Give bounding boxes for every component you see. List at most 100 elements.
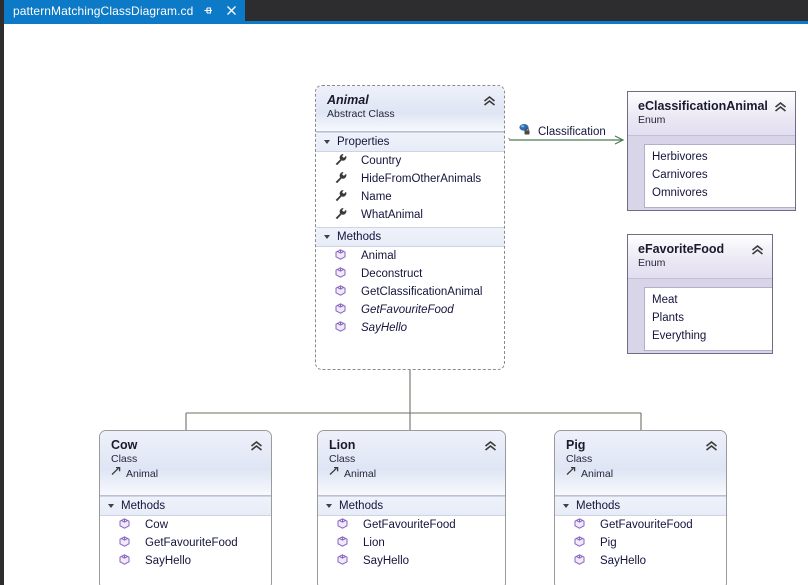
class-base-name-lion: Animal: [344, 467, 377, 480]
member-label: GetFavouriteFood: [145, 537, 238, 549]
member-label: GetFavouriteFood: [361, 304, 454, 316]
enum-stereotype-eclassificationanimal: Enum: [638, 114, 666, 126]
class-base-row-lion: Animal: [329, 466, 495, 481]
wrench-icon: [334, 153, 347, 169]
cube-icon: [336, 517, 349, 533]
chevron-double-up-icon[interactable]: [774, 100, 787, 112]
enum-name-efavoritefood: eFavoriteFood: [638, 242, 725, 256]
pin-icon[interactable]: [200, 3, 216, 19]
section-header-methods[interactable]: Methods: [316, 227, 504, 247]
section-label-methods: Methods: [337, 231, 382, 243]
cube-icon: [573, 535, 586, 551]
member-row[interactable]: Country: [316, 152, 504, 170]
member-row[interactable]: GetClassificationAnimal: [316, 283, 504, 301]
property-lock-icon: [517, 122, 532, 142]
cube-icon: [573, 553, 586, 569]
class-header-animal[interactable]: Animal Abstract Class: [316, 86, 504, 132]
member-row[interactable]: Name: [316, 188, 504, 206]
enum-value[interactable]: Meat: [652, 294, 678, 306]
member-row[interactable]: Pig: [555, 534, 726, 552]
chevron-double-up-icon[interactable]: [751, 243, 764, 255]
expander-triangle-icon[interactable]: [326, 504, 332, 508]
cube-icon: [336, 535, 349, 551]
expander-triangle-icon[interactable]: [324, 235, 330, 239]
enum-name-eclassificationanimal: eClassificationAnimal: [638, 99, 768, 113]
member-row[interactable]: HideFromOtherAnimals: [316, 170, 504, 188]
enum-header-efavoritefood[interactable]: eFavoriteFood Enum: [628, 235, 772, 279]
member-row[interactable]: WhatAnimal: [316, 206, 504, 224]
expander-triangle-icon[interactable]: [108, 504, 114, 508]
inheritance-arrow-icon: [566, 466, 577, 481]
document-tab[interactable]: patternMatchingClassDiagram.cd: [4, 0, 246, 21]
class-name-lion: Lion: [329, 438, 356, 452]
class-body-cow: Methods Cow: [100, 496, 271, 570]
expander-triangle-icon[interactable]: [563, 504, 569, 508]
class-shape-pig[interactable]: Pig Class Animal: [554, 430, 727, 585]
cube-icon: [118, 517, 131, 533]
enum-values-panel-efavoritefood: Meat Plants Everything: [644, 287, 772, 351]
enum-header-eclassificationanimal[interactable]: eClassificationAnimal Enum: [628, 92, 795, 136]
cube-icon: [334, 284, 347, 300]
class-shape-lion[interactable]: Lion Class Animal: [317, 430, 506, 585]
cube-icon: [336, 553, 349, 569]
enum-shape-eclassificationanimal[interactable]: eClassificationAnimal Enum Herbivores Ca…: [627, 91, 796, 211]
member-label: GetFavouriteFood: [363, 519, 456, 531]
class-header-pig[interactable]: Pig Class Animal: [555, 431, 726, 496]
section-header-properties[interactable]: Properties: [316, 132, 504, 152]
member-label: SayHello: [363, 555, 410, 567]
diagram-canvas[interactable]: Classification Animal Abstract Class Pro…: [4, 21, 808, 585]
enum-value[interactable]: Omnivores: [652, 187, 708, 199]
member-label: Deconstruct: [361, 268, 423, 280]
class-name-animal: Animal: [327, 93, 369, 107]
member-row[interactable]: SayHello: [100, 552, 271, 570]
member-row[interactable]: SayHello: [316, 319, 504, 337]
cube-icon: [334, 302, 347, 318]
cube-icon: [573, 517, 586, 533]
member-row[interactable]: GetFavouriteFood: [318, 516, 505, 534]
member-row[interactable]: GetFavouriteFood: [100, 534, 271, 552]
expander-triangle-icon[interactable]: [324, 140, 330, 144]
member-label: SayHello: [600, 555, 647, 567]
class-stereotype-lion: Class: [329, 453, 356, 465]
wrench-icon: [334, 171, 347, 187]
cube-icon: [118, 535, 131, 551]
inheritance-arrow-icon: [111, 466, 122, 481]
cube-icon: [334, 320, 347, 336]
section-label-methods: Methods: [339, 500, 384, 512]
chevron-double-up-icon[interactable]: [483, 94, 496, 106]
class-header-lion[interactable]: Lion Class Animal: [318, 431, 505, 496]
section-header-methods[interactable]: Methods: [318, 496, 505, 516]
member-row[interactable]: Animal: [316, 247, 504, 265]
section-header-methods[interactable]: Methods: [100, 496, 271, 516]
class-shape-animal[interactable]: Animal Abstract Class Properties: [315, 85, 505, 370]
chevron-double-up-icon[interactable]: [484, 439, 497, 451]
chevron-double-up-icon[interactable]: [705, 439, 718, 451]
class-stereotype-pig: Class: [566, 453, 593, 465]
document-tab-title: patternMatchingClassDiagram.cd: [13, 3, 194, 18]
class-name-cow: Cow: [111, 438, 138, 452]
enum-shape-efavoritefood[interactable]: eFavoriteFood Enum Meat Plants Everythin…: [627, 234, 773, 354]
member-row[interactable]: SayHello: [318, 552, 505, 570]
class-base-name-pig: Animal: [581, 467, 614, 480]
section-header-methods[interactable]: Methods: [555, 496, 726, 516]
member-label: Animal: [361, 250, 397, 262]
enum-value[interactable]: Everything: [652, 330, 707, 342]
class-shape-cow[interactable]: Cow Class Animal: [99, 430, 272, 585]
member-row[interactable]: Deconstruct: [316, 265, 504, 283]
class-header-cow[interactable]: Cow Class Animal: [100, 431, 271, 496]
close-icon[interactable]: [223, 3, 239, 19]
chevron-double-up-icon[interactable]: [250, 439, 263, 451]
enum-value[interactable]: Plants: [652, 312, 684, 324]
enum-value[interactable]: Herbivores: [652, 151, 708, 163]
member-label: Pig: [600, 537, 617, 549]
enum-value[interactable]: Carnivores: [652, 169, 708, 181]
class-base-row-pig: Animal: [566, 466, 716, 481]
member-row[interactable]: GetFavouriteFood: [555, 516, 726, 534]
member-row[interactable]: Cow: [100, 516, 271, 534]
member-row[interactable]: SayHello: [555, 552, 726, 570]
section-label-properties: Properties: [337, 136, 390, 148]
accent-bar: [4, 21, 808, 24]
member-label: GetClassificationAnimal: [361, 286, 483, 298]
member-row[interactable]: Lion: [318, 534, 505, 552]
member-row[interactable]: GetFavouriteFood: [316, 301, 504, 319]
